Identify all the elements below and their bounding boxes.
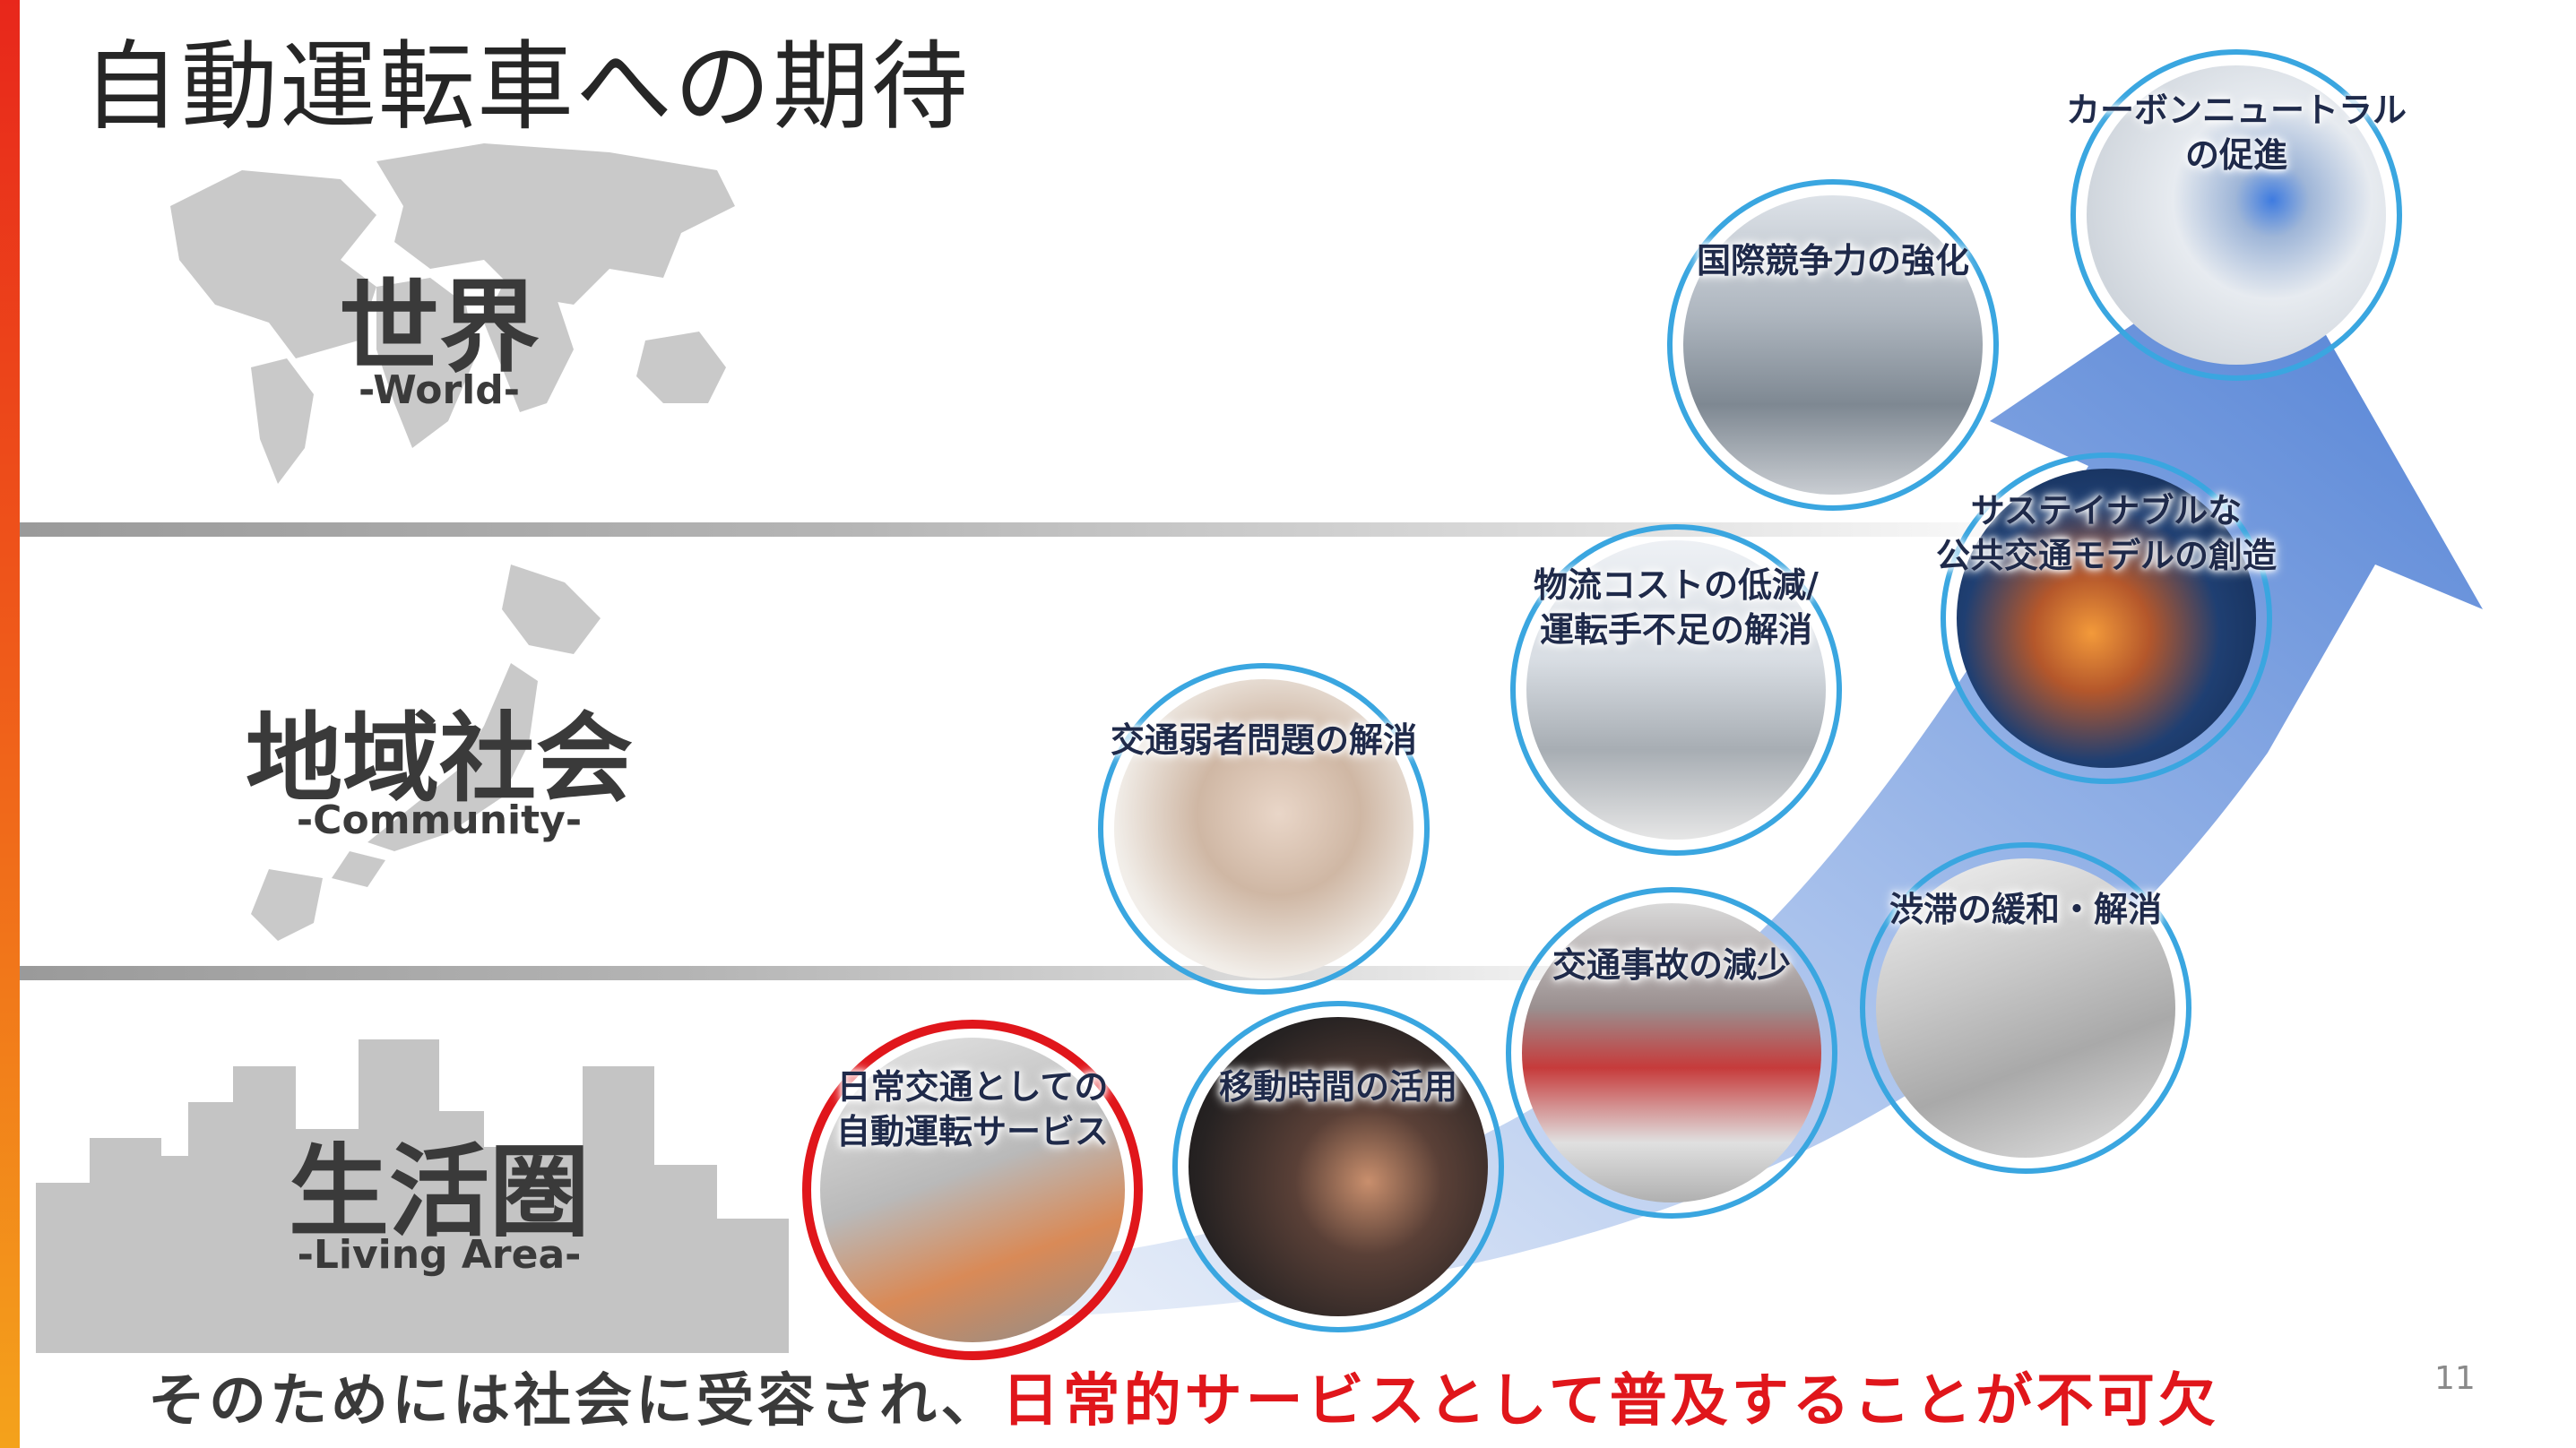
circle-logistics-label: 物流コストの低減/ 運転手不足の解消	[1534, 565, 1819, 650]
circle-sustainable-label: サステイナブルな 公共交通モデルの創造	[1935, 491, 2277, 575]
circle-accident-photo	[1522, 903, 1821, 1202]
left-accent-bar	[0, 0, 20, 1448]
tier-community-label: 地域社会	[245, 703, 633, 815]
page-number: 11	[2434, 1360, 2476, 1397]
tier-world-sublabel: -World-	[358, 367, 521, 413]
circle-competitiveness-photo	[1683, 195, 1983, 495]
circle-daily-transit-ring	[802, 1020, 1143, 1360]
circle-congestion-label: 渋滞の緩和・解消	[1889, 890, 2162, 929]
circle-carbon-neutral-photo	[2087, 65, 2386, 365]
slide-title: 自動運転車への期待	[82, 31, 971, 143]
circle-accident-label: 交通事故の減少	[1552, 945, 1791, 985]
bottom-message-highlight: 日常的サービスとして普及することが不可欠	[1001, 1368, 2219, 1435]
circle-travel-time-ring	[1172, 1001, 1504, 1332]
tier-community-sublabel: -Community-	[296, 797, 583, 843]
circle-travel-time-photo	[1189, 1017, 1488, 1316]
tier-world-label: 世界	[339, 270, 540, 386]
circle-sustainable-ring	[1941, 452, 2272, 784]
circle-vulnerable-ring	[1098, 663, 1430, 995]
bottom-message-prefix: そのためには社会に受容され、	[148, 1368, 1002, 1435]
world-map-icon	[170, 143, 735, 484]
bottom-message: そのためには社会に受容され、日常的サービスとして普及することが不可欠	[148, 1355, 2219, 1437]
circle-daily-transit-photo	[820, 1038, 1125, 1342]
circle-competitiveness-ring	[1667, 179, 1999, 511]
circle-congestion-ring	[1860, 842, 2191, 1174]
circle-logistics-photo	[1526, 540, 1826, 840]
circle-sustainable-photo	[1957, 469, 2256, 768]
japan-map-icon	[251, 565, 601, 941]
circle-carbon-neutral-ring	[2070, 49, 2402, 381]
circle-daily-transit-label: 日常交通としての 自動運転サービス	[835, 1067, 1109, 1151]
circle-vulnerable-label: 交通弱者問題の解消	[1110, 720, 1417, 760]
city-skyline-icon	[36, 1039, 789, 1353]
tier-living-sublabel: -Living Area-	[297, 1232, 582, 1278]
circle-congestion-photo	[1876, 858, 2175, 1158]
tier-living-label: 生活圏	[289, 1134, 590, 1251]
circle-logistics-ring	[1510, 524, 1842, 856]
circle-accident-ring	[1506, 887, 1837, 1219]
tier-divider-upper	[20, 522, 2081, 537]
circle-carbon-neutral-label: カーボンニュートラル の促進	[2065, 90, 2407, 175]
circle-vulnerable-photo	[1114, 679, 1413, 978]
circle-travel-time-label: 移動時間の活用	[1218, 1067, 1457, 1107]
circle-competitiveness-label: 国際競争力の強化	[1696, 241, 1969, 280]
